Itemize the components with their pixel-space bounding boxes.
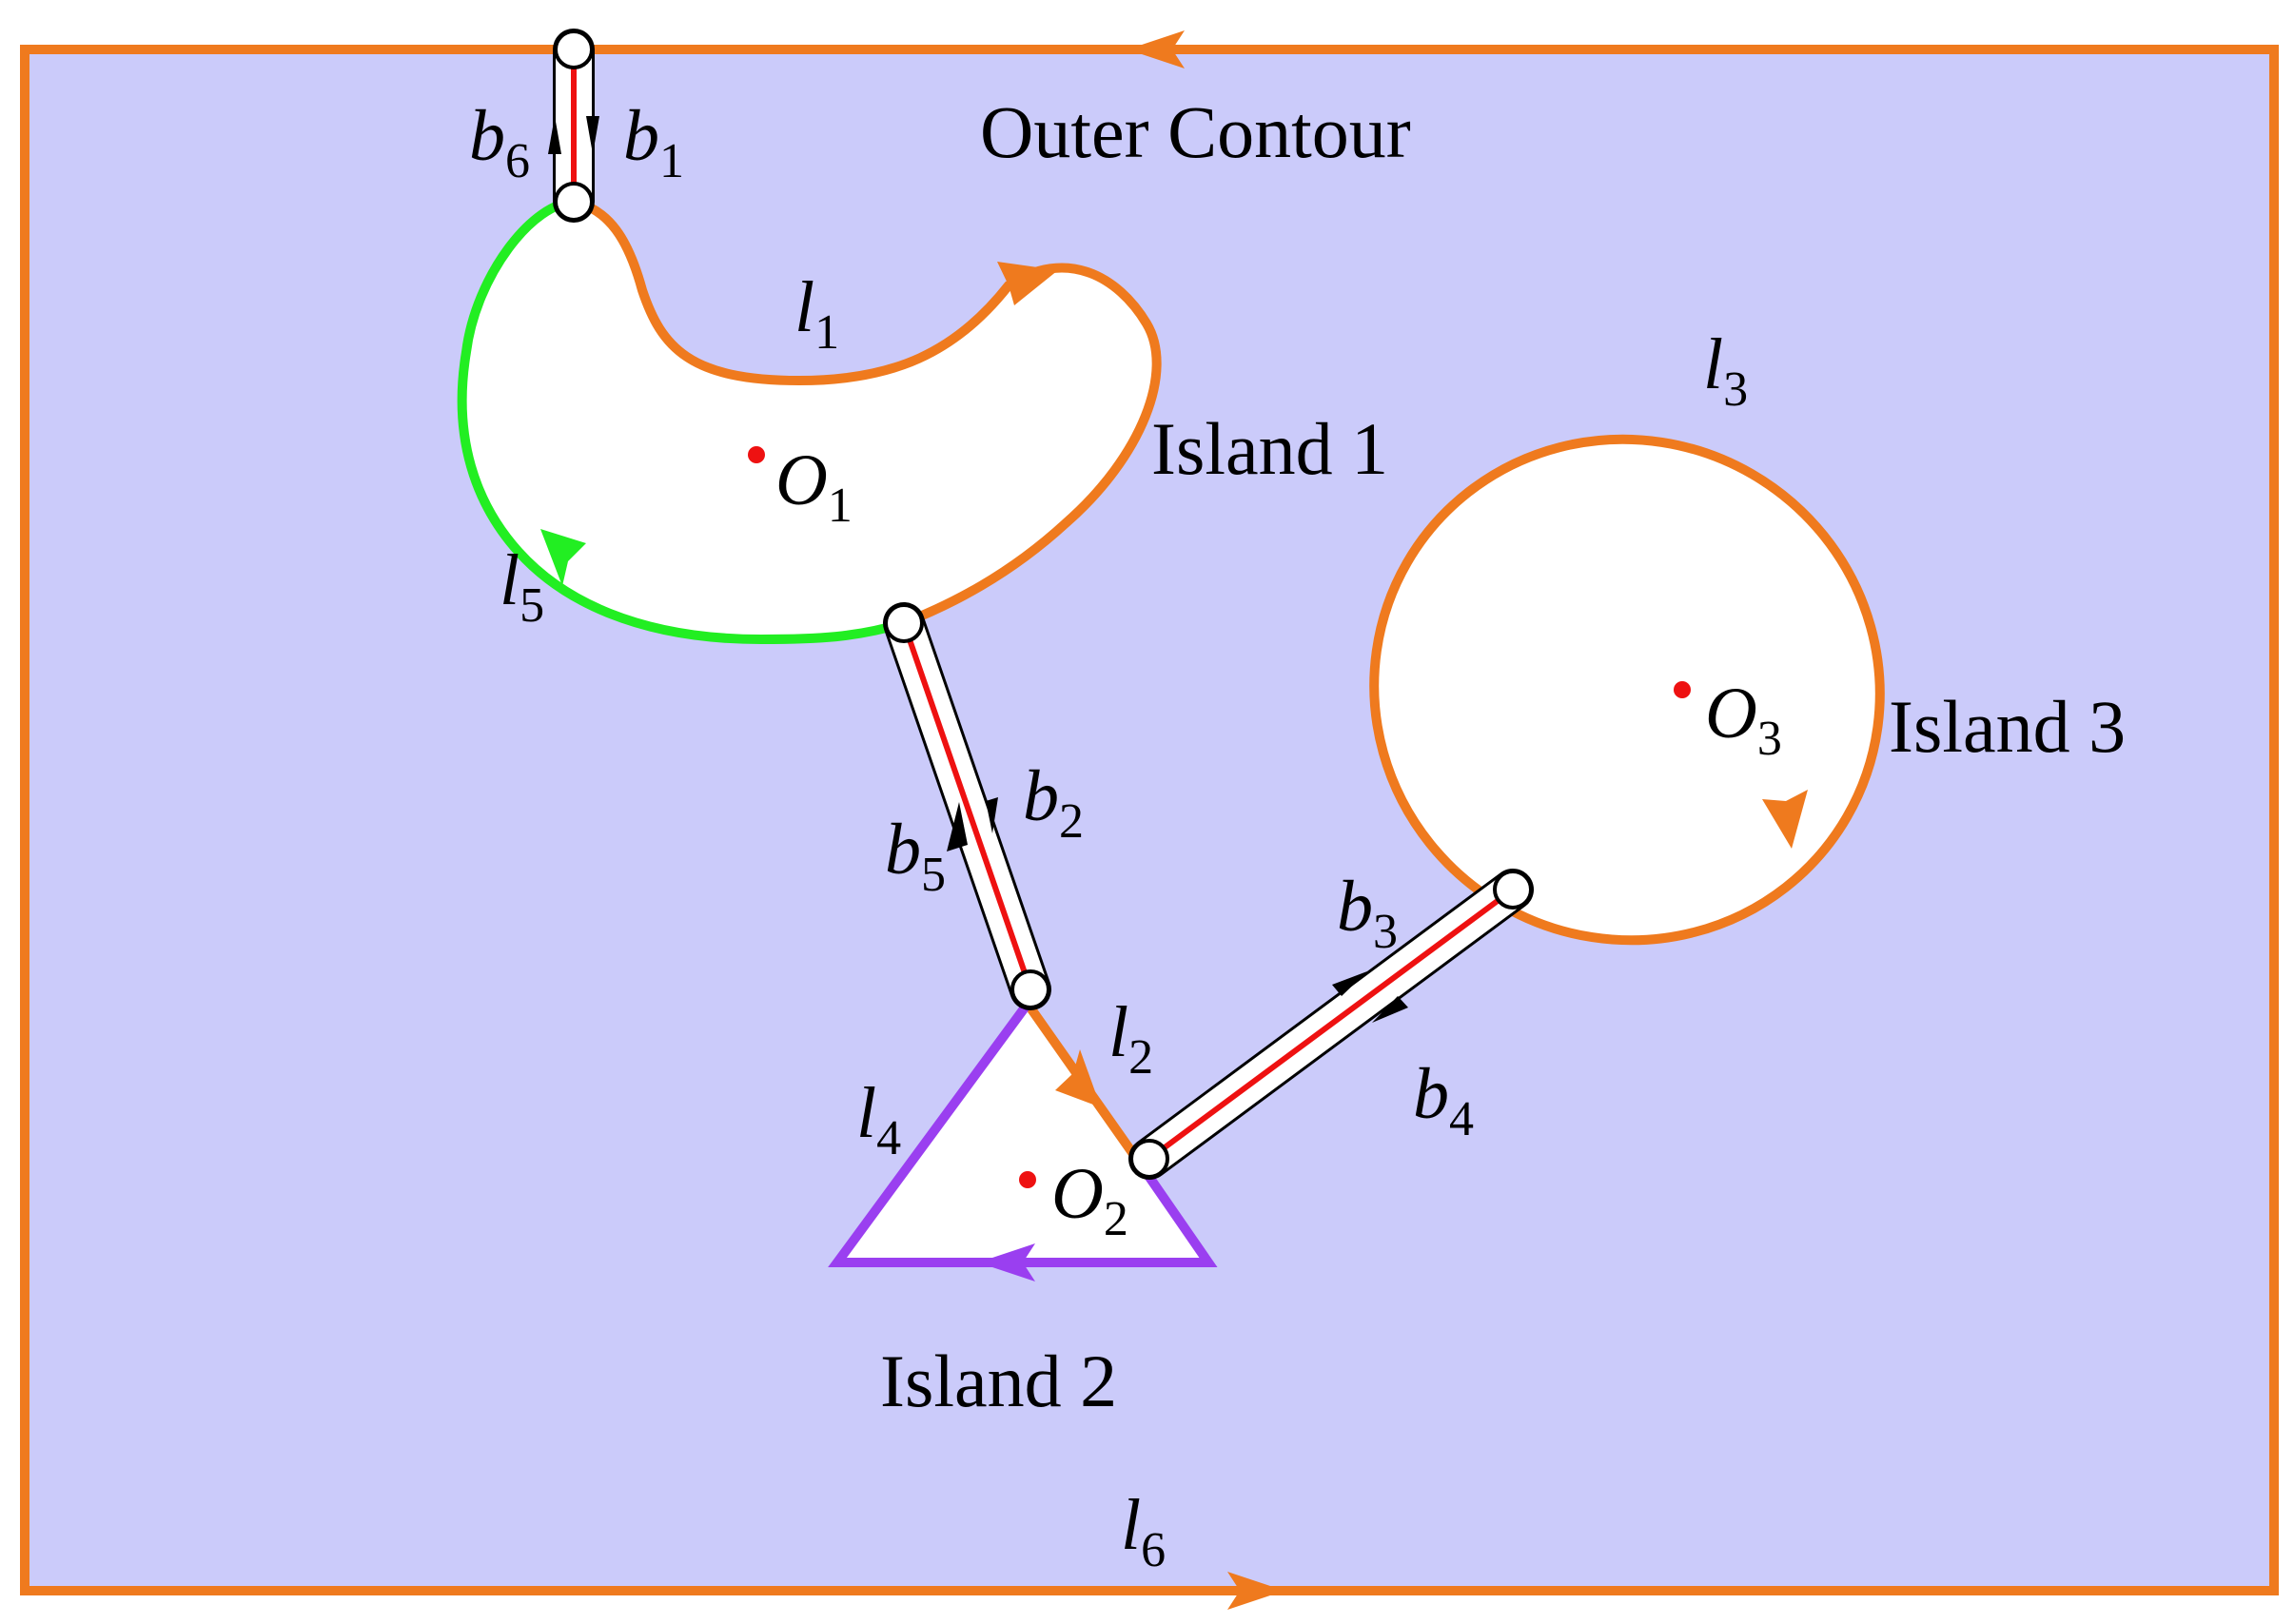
island1-region [461,202,1157,639]
loop-l4-label: l4 [856,1073,901,1165]
outer-contour-label: Outer Contour [980,90,1411,173]
bridge-b6-label: b6 [469,96,530,188]
bridge-node [884,603,924,643]
l3-arrow [1762,790,1808,849]
centroid-o3-dot [1674,681,1691,698]
outer-contour-arrow-bottom [1227,1572,1284,1610]
island1-label: Island 1 [1151,407,1388,490]
island1-contour-l5 [457,197,909,645]
b2-arrow [986,797,998,833]
b3-arrow [1332,971,1367,996]
l1-arrow [997,262,1058,305]
l5-arrow [540,529,586,586]
bridge-b4-label: b4 [1413,1054,1474,1146]
outer-contour-arrow-top [1127,30,1185,68]
centroid-o3-label: O3 [1705,674,1782,766]
bridge-node [1493,870,1533,910]
bridge-node [554,182,594,222]
bridge-b3-label: b3 [1337,867,1398,959]
island2-region [837,1004,1208,1262]
loop-l2-label: l2 [1108,992,1153,1085]
bridge-b2-label: b2 [1023,756,1084,849]
centroid-o1-label: O1 [775,440,853,533]
loop-l3-label: l3 [1703,324,1748,417]
centroid-o2-dot [1019,1171,1036,1188]
b5-arrow [947,802,968,851]
b6-arrow [548,116,561,154]
outer-domain-region [20,45,2279,1595]
loop-l5-label: l5 [500,540,544,633]
island3-label: Island 3 [1889,685,2126,768]
bridge-node [1129,1139,1169,1179]
l4-arrow [978,1243,1035,1282]
centroid-o2-label: O2 [1051,1154,1128,1246]
bridge-b2-b5 [883,602,1051,1010]
loop-l6-label: l6 [1121,1485,1166,1577]
bridge-b1-b6 [548,29,599,223]
island2-label: Island 2 [880,1340,1117,1422]
centroid-o1-dot [748,446,765,463]
b4-arrow [1372,996,1408,1023]
bridge-node [1010,969,1050,1009]
b1-arrow [586,116,599,154]
bridge-b1-label: b1 [623,96,684,188]
l2-arrow [1055,1049,1101,1107]
bridge-node [554,29,594,69]
bridge-b5-label: b5 [885,810,946,902]
bridge-b3-b4 [1128,869,1534,1180]
loop-l1-label: l1 [794,267,839,360]
